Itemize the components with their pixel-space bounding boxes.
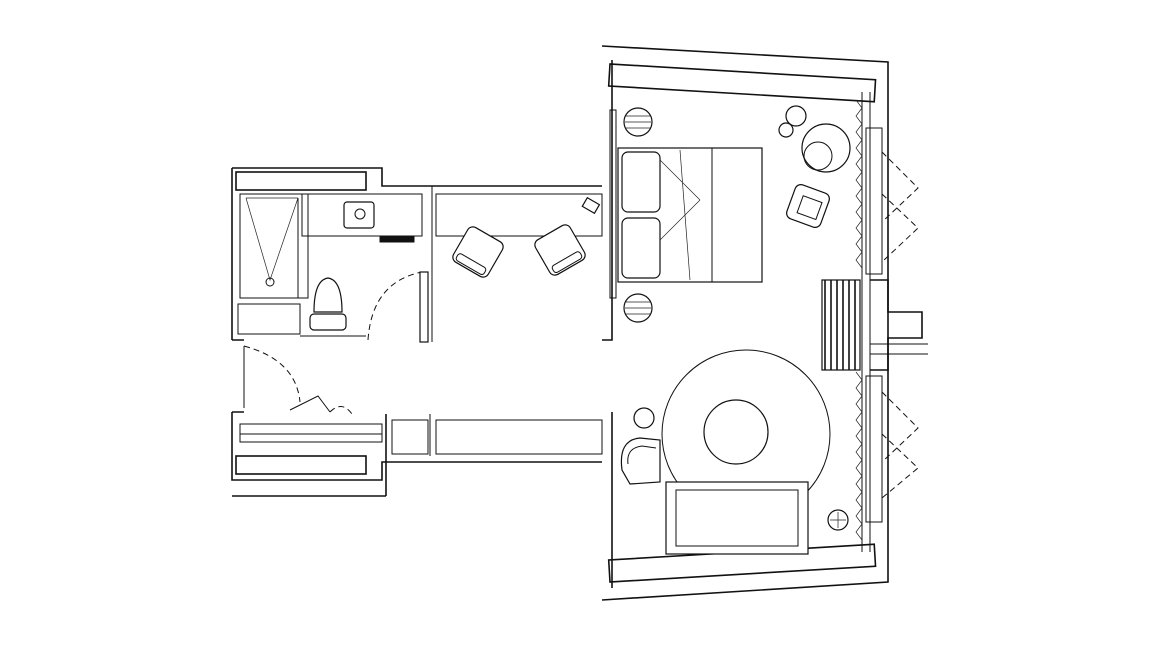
window-top	[865, 127, 883, 275]
luggage-bench	[435, 419, 603, 455]
pillow-top	[621, 151, 661, 213]
entry-door-leaf[interactable]	[289, 395, 331, 413]
vanity	[301, 193, 423, 237]
shower	[239, 193, 309, 299]
pillow-bottom	[621, 217, 661, 279]
desk	[435, 193, 603, 237]
nightstand-right	[623, 293, 653, 323]
closet-shelf	[391, 419, 429, 455]
entry-door-swing	[243, 345, 301, 403]
bathroom	[237, 186, 433, 343]
nightstand-left	[623, 107, 653, 137]
sofa	[665, 481, 809, 555]
coffee-table	[703, 399, 769, 465]
shower-screen	[245, 197, 299, 282]
toilet	[313, 277, 343, 313]
bedroom-armchair-1	[801, 123, 851, 173]
curtain-top	[855, 99, 863, 269]
plant	[827, 509, 849, 531]
desk-chair-1	[452, 226, 504, 278]
french-door-bottom[interactable]	[881, 391, 919, 499]
curtain-bottom	[855, 371, 863, 541]
bathroom-door-swing	[367, 271, 423, 341]
french-door-top[interactable]	[881, 151, 919, 263]
toilet-tank	[309, 313, 347, 331]
window-wall	[821, 99, 928, 541]
closet	[239, 423, 383, 443]
radiator	[821, 279, 861, 371]
desk-lamp	[581, 196, 601, 215]
entry	[232, 339, 603, 456]
desk-chair-2	[534, 224, 586, 276]
floor-lamp	[633, 407, 655, 429]
bedroom-armchair-2	[786, 184, 830, 228]
vanity-edge	[379, 235, 415, 243]
window-bottom	[865, 375, 883, 523]
bathtub	[237, 303, 301, 335]
lounge-armchair	[620, 437, 661, 485]
shower-drain	[265, 277, 275, 287]
sink	[343, 201, 375, 229]
side-table-round	[778, 105, 807, 138]
double-bed	[609, 109, 763, 299]
sleeping-area	[435, 105, 851, 323]
sink-drain	[354, 208, 366, 220]
lounge-area	[620, 349, 849, 555]
bathroom-door[interactable]	[419, 271, 429, 343]
secondary-door-swing	[329, 406, 353, 415]
